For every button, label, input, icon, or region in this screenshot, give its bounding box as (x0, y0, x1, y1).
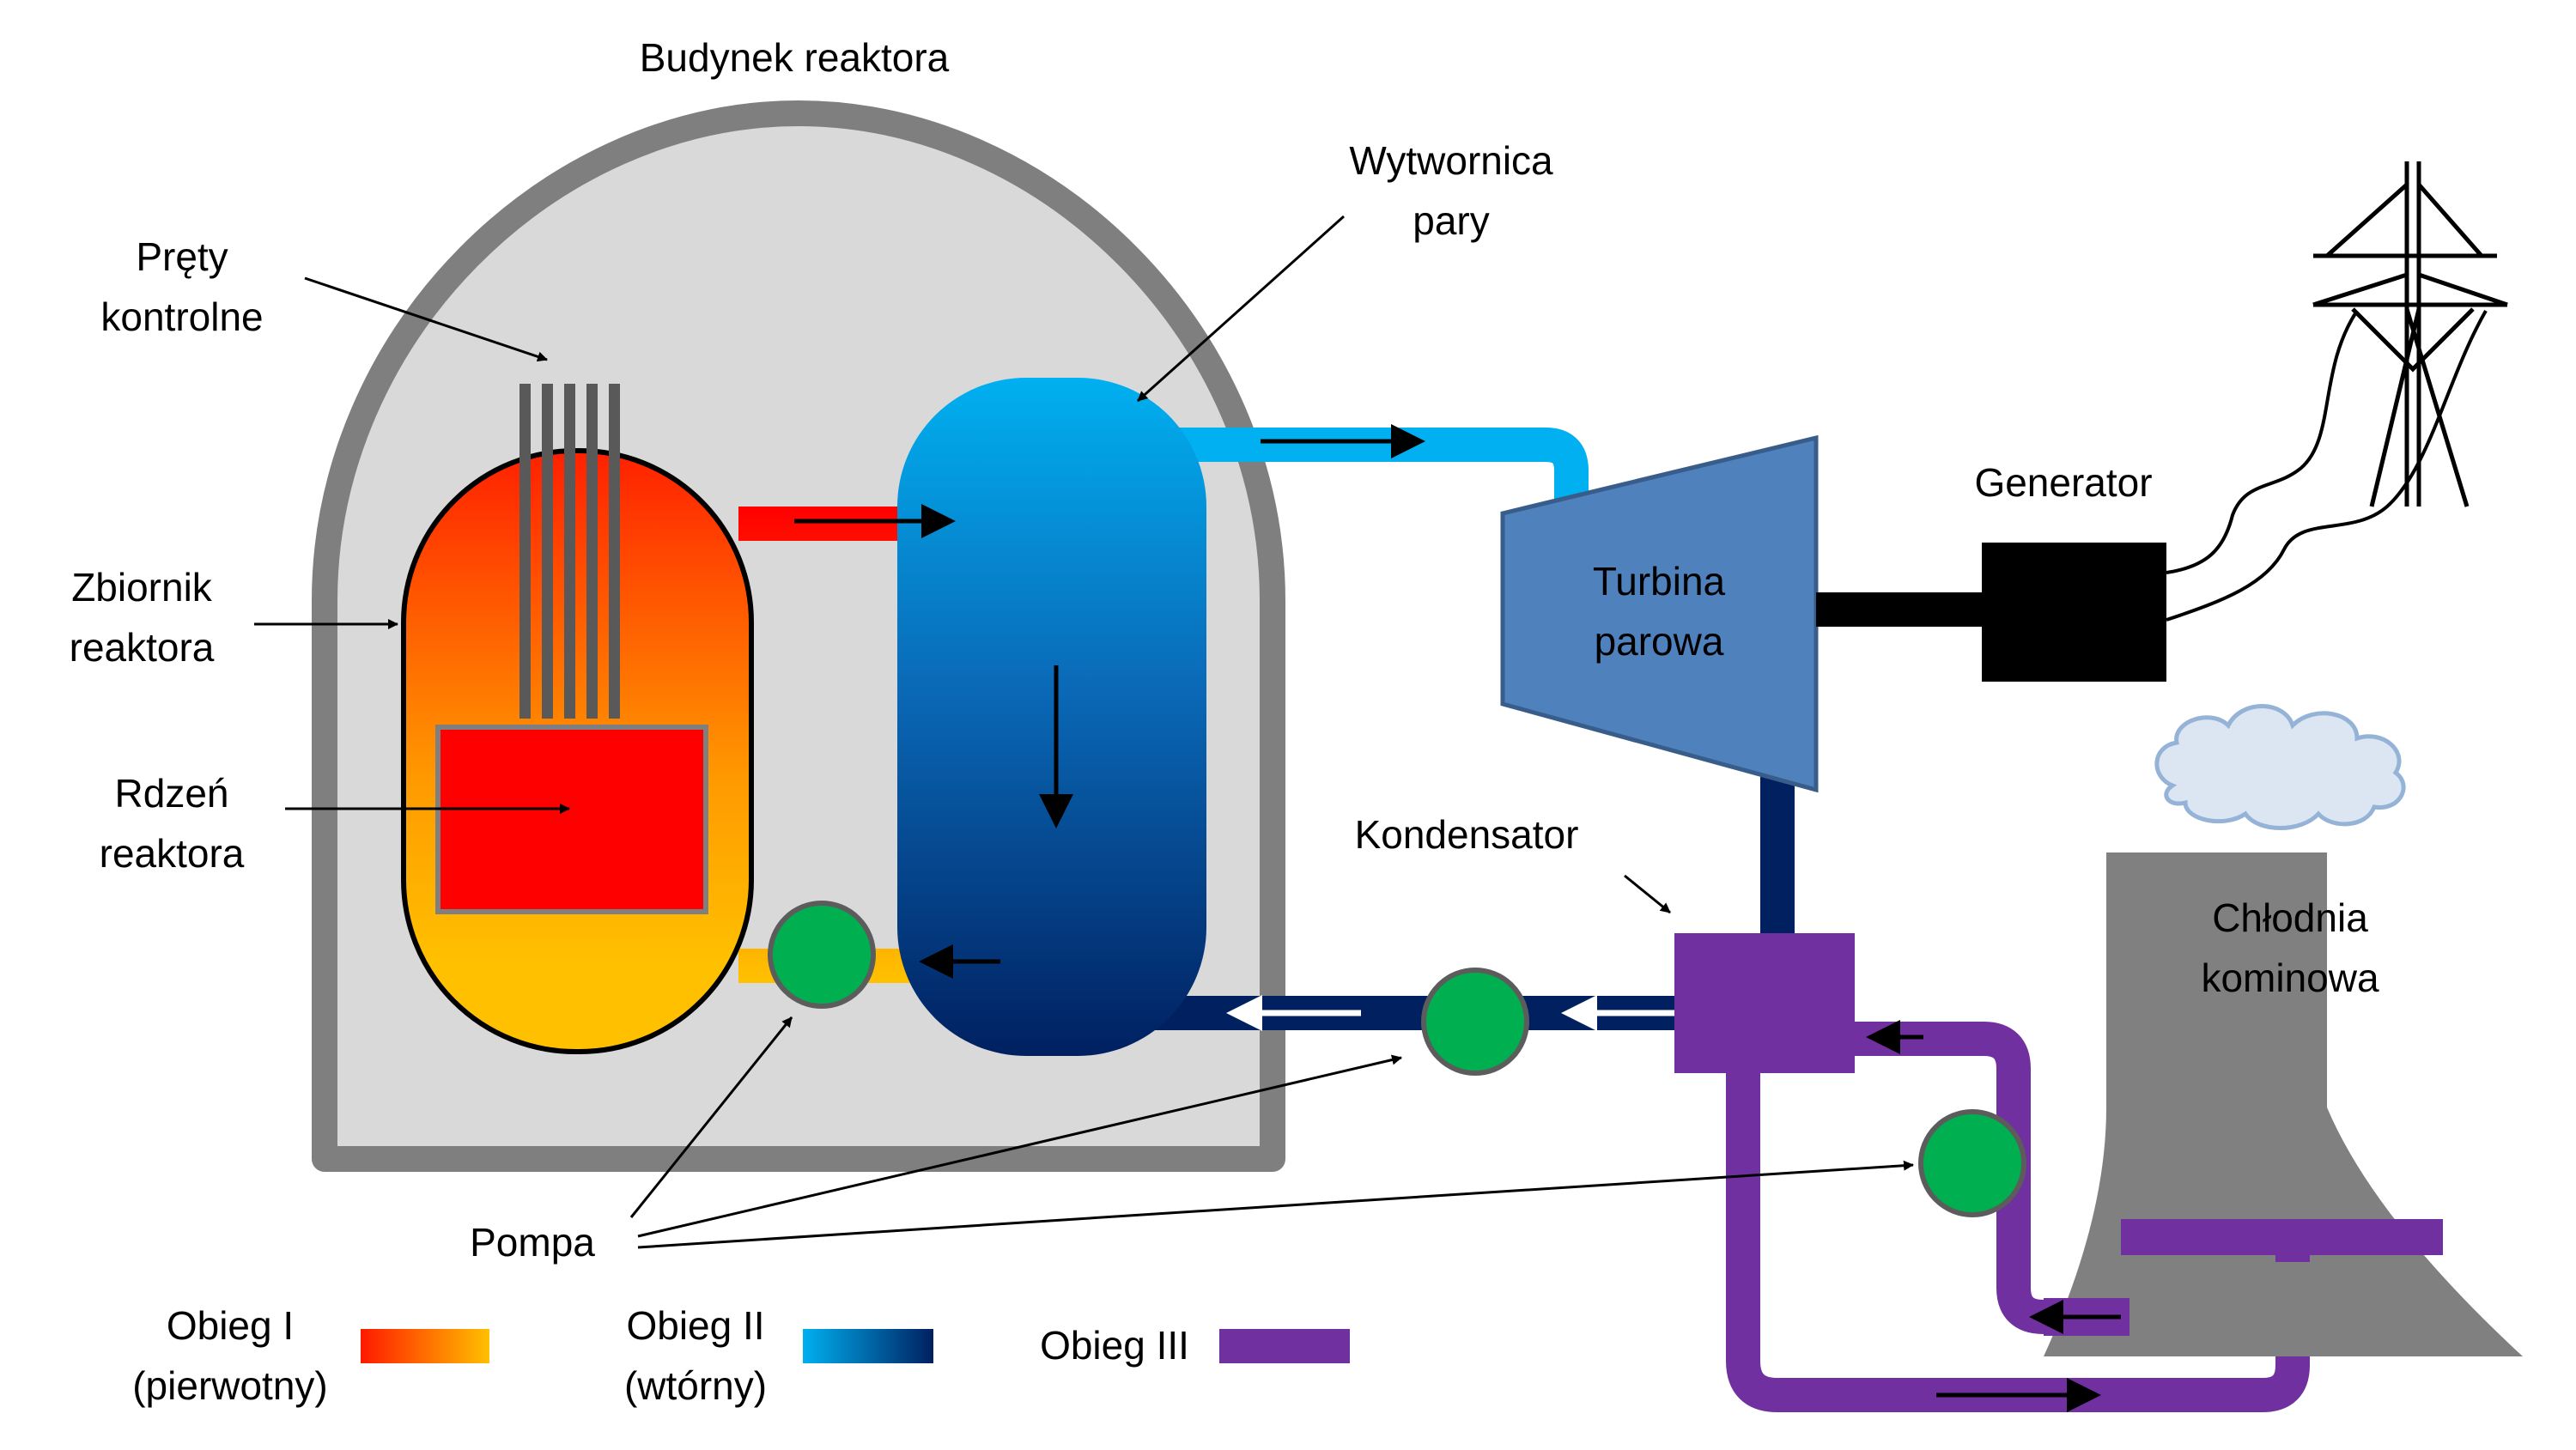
steam-pipe (1176, 428, 1589, 532)
turbine-shaft (1816, 592, 1988, 627)
steam-generator (897, 378, 1206, 1056)
power-pylon (2312, 161, 2508, 507)
vessel-label-2: reaktora (70, 625, 215, 670)
cooling-pump (1918, 1109, 2026, 1217)
legend: Obieg I (pierwotny) Obieg II (wtórny) Ob… (132, 1303, 1350, 1408)
building-label: Budynek reaktora (640, 35, 950, 80)
callout-lines (254, 215, 1914, 1249)
legend-primary-label-2: (pierwotny) (132, 1363, 328, 1408)
steam-turbine (1500, 434, 1819, 793)
generator (1982, 543, 2166, 682)
cooling-tower-label: Chłodnia (2212, 895, 2368, 940)
steam-gen-label-2: pary (1413, 198, 1489, 243)
reactor-core (435, 725, 708, 914)
flow-arrows (794, 424, 2121, 1412)
feedwater-pump (1421, 968, 1529, 1076)
control-rods-label: Pręty (136, 234, 228, 279)
legend-secondary-label: Obieg II (626, 1303, 764, 1348)
power-line (2166, 309, 2359, 574)
legend-primary-label: Obieg I (167, 1303, 294, 1348)
legend-tertiary-label: Obieg III (1040, 1323, 1189, 1368)
turbine-label: Turbina (1593, 559, 1726, 604)
labels: Budynek reaktora Pręty kontrolne Zbiorni… (70, 35, 2379, 1265)
cooling-supply-pipe (1726, 1073, 2310, 1412)
power-line (2166, 310, 2488, 622)
cooling-tower-label-2: kominowa (2201, 956, 2379, 1000)
steam-cloud-icon (2154, 704, 2406, 830)
condenser (1674, 933, 1855, 1073)
generator-label: Generator (1974, 460, 2152, 505)
condenser-label: Kondensator (1355, 812, 1579, 857)
control-rods-label-2: kontrolne (100, 294, 263, 339)
legend-secondary-swatch (803, 1329, 933, 1363)
legend-primary-swatch (361, 1329, 489, 1363)
core-label-2: reaktora (100, 831, 245, 876)
vessel-label: Zbiornik (71, 565, 213, 610)
primary-pump (768, 901, 876, 1009)
core-label: Rdzeń (115, 771, 229, 816)
control-rods (519, 384, 620, 719)
tower-sprinkler-stem (2275, 1236, 2310, 1262)
steam-gen-label: Wytwornica (1349, 138, 1553, 183)
turbine-label-2: parowa (1595, 619, 1724, 664)
pump-label: Pompa (470, 1220, 595, 1265)
legend-secondary-label-2: (wtórny) (624, 1363, 767, 1408)
legend-tertiary-swatch (1219, 1329, 1350, 1363)
